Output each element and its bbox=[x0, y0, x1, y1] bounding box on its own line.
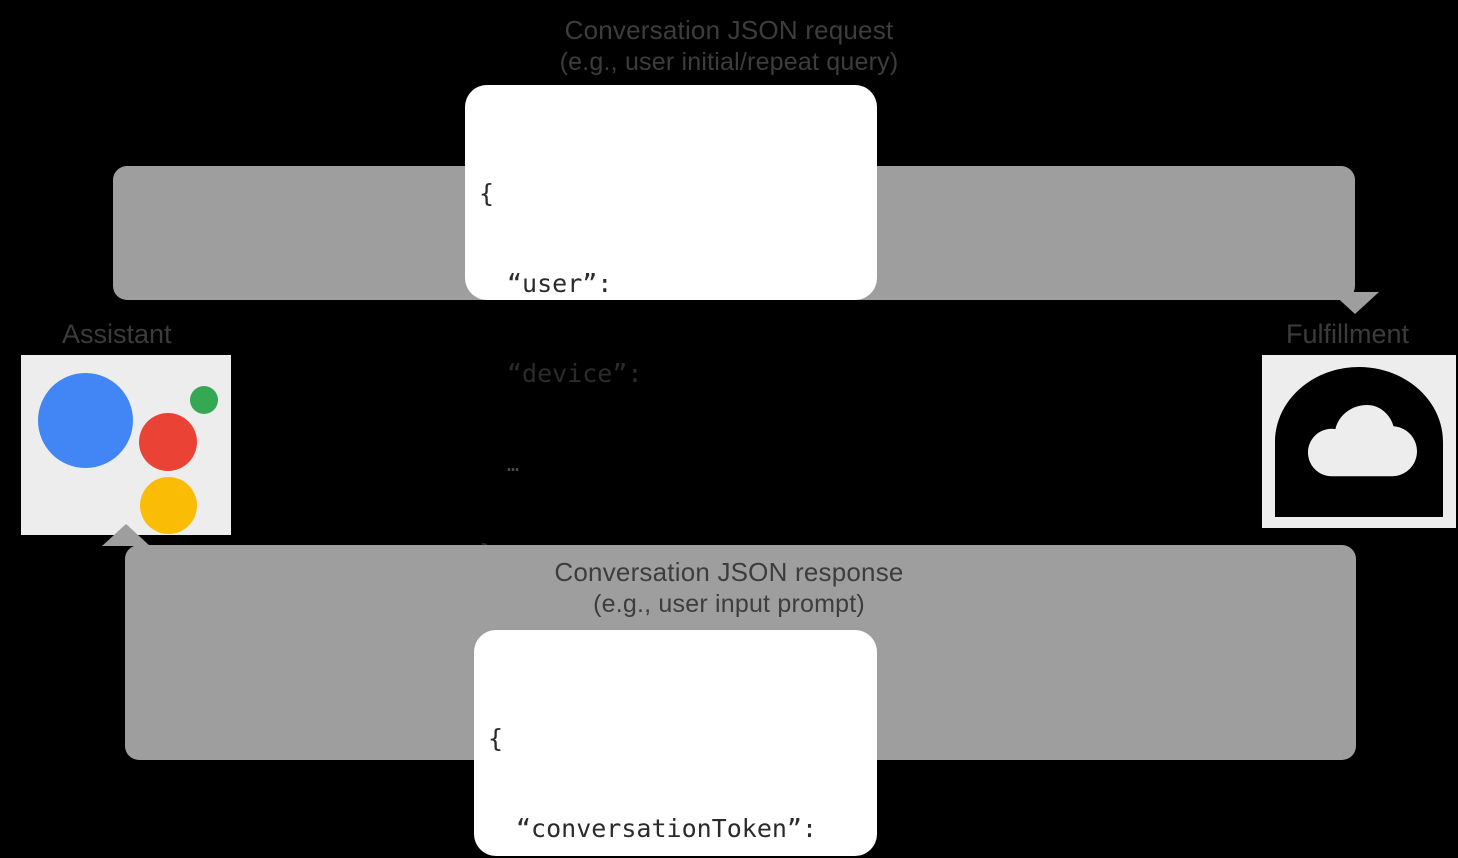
top-flow-caption-line1: Conversation JSON request bbox=[564, 15, 894, 45]
bottom-flow-caption-line2: (e.g., user input prompt) bbox=[593, 590, 865, 618]
response-json-body: { “conversationToken”: “userStorage”: … … bbox=[474, 664, 877, 858]
assistant-node-label: Assistant bbox=[62, 319, 172, 349]
json-line: “device”: bbox=[507, 359, 643, 388]
request-json-card: { “user”: “device”: … } bbox=[465, 85, 877, 568]
json-line: “conversationToken”: bbox=[516, 814, 818, 843]
bottom-flow-caption: Conversation JSON response (e.g., user i… bbox=[0, 556, 1458, 620]
top-flow-caption-line2: (e.g., user initial/repeat query) bbox=[559, 48, 899, 76]
fulfillment-node-tile[interactable] bbox=[1262, 355, 1456, 528]
fulfillment-node-label: Fulfillment bbox=[1286, 319, 1410, 349]
bottom-flow-arrowhead-up-icon bbox=[102, 524, 150, 546]
json-line: { bbox=[479, 179, 495, 208]
json-line: “user”: bbox=[507, 269, 613, 298]
json-line: … bbox=[507, 452, 520, 476]
assistant-dot-green-icon bbox=[190, 386, 218, 414]
assistant-dot-red-icon bbox=[139, 413, 197, 471]
response-json-card: { “conversationToken”: “userStorage”: … … bbox=[474, 630, 877, 856]
bottom-flow-caption-line1: Conversation JSON response bbox=[554, 557, 904, 587]
assistant-dot-blue-icon bbox=[38, 373, 133, 468]
top-flow-caption: Conversation JSON request (e.g., user in… bbox=[0, 14, 1458, 78]
top-flow-arrowhead-down-icon bbox=[1331, 292, 1379, 314]
node-row: Assistant Fulfillment bbox=[0, 312, 1458, 552]
json-line: { bbox=[488, 724, 504, 753]
google-assistant-logo-icon bbox=[21, 355, 231, 535]
assistant-node-tile[interactable] bbox=[21, 355, 231, 535]
cloud-icon bbox=[1275, 366, 1443, 517]
